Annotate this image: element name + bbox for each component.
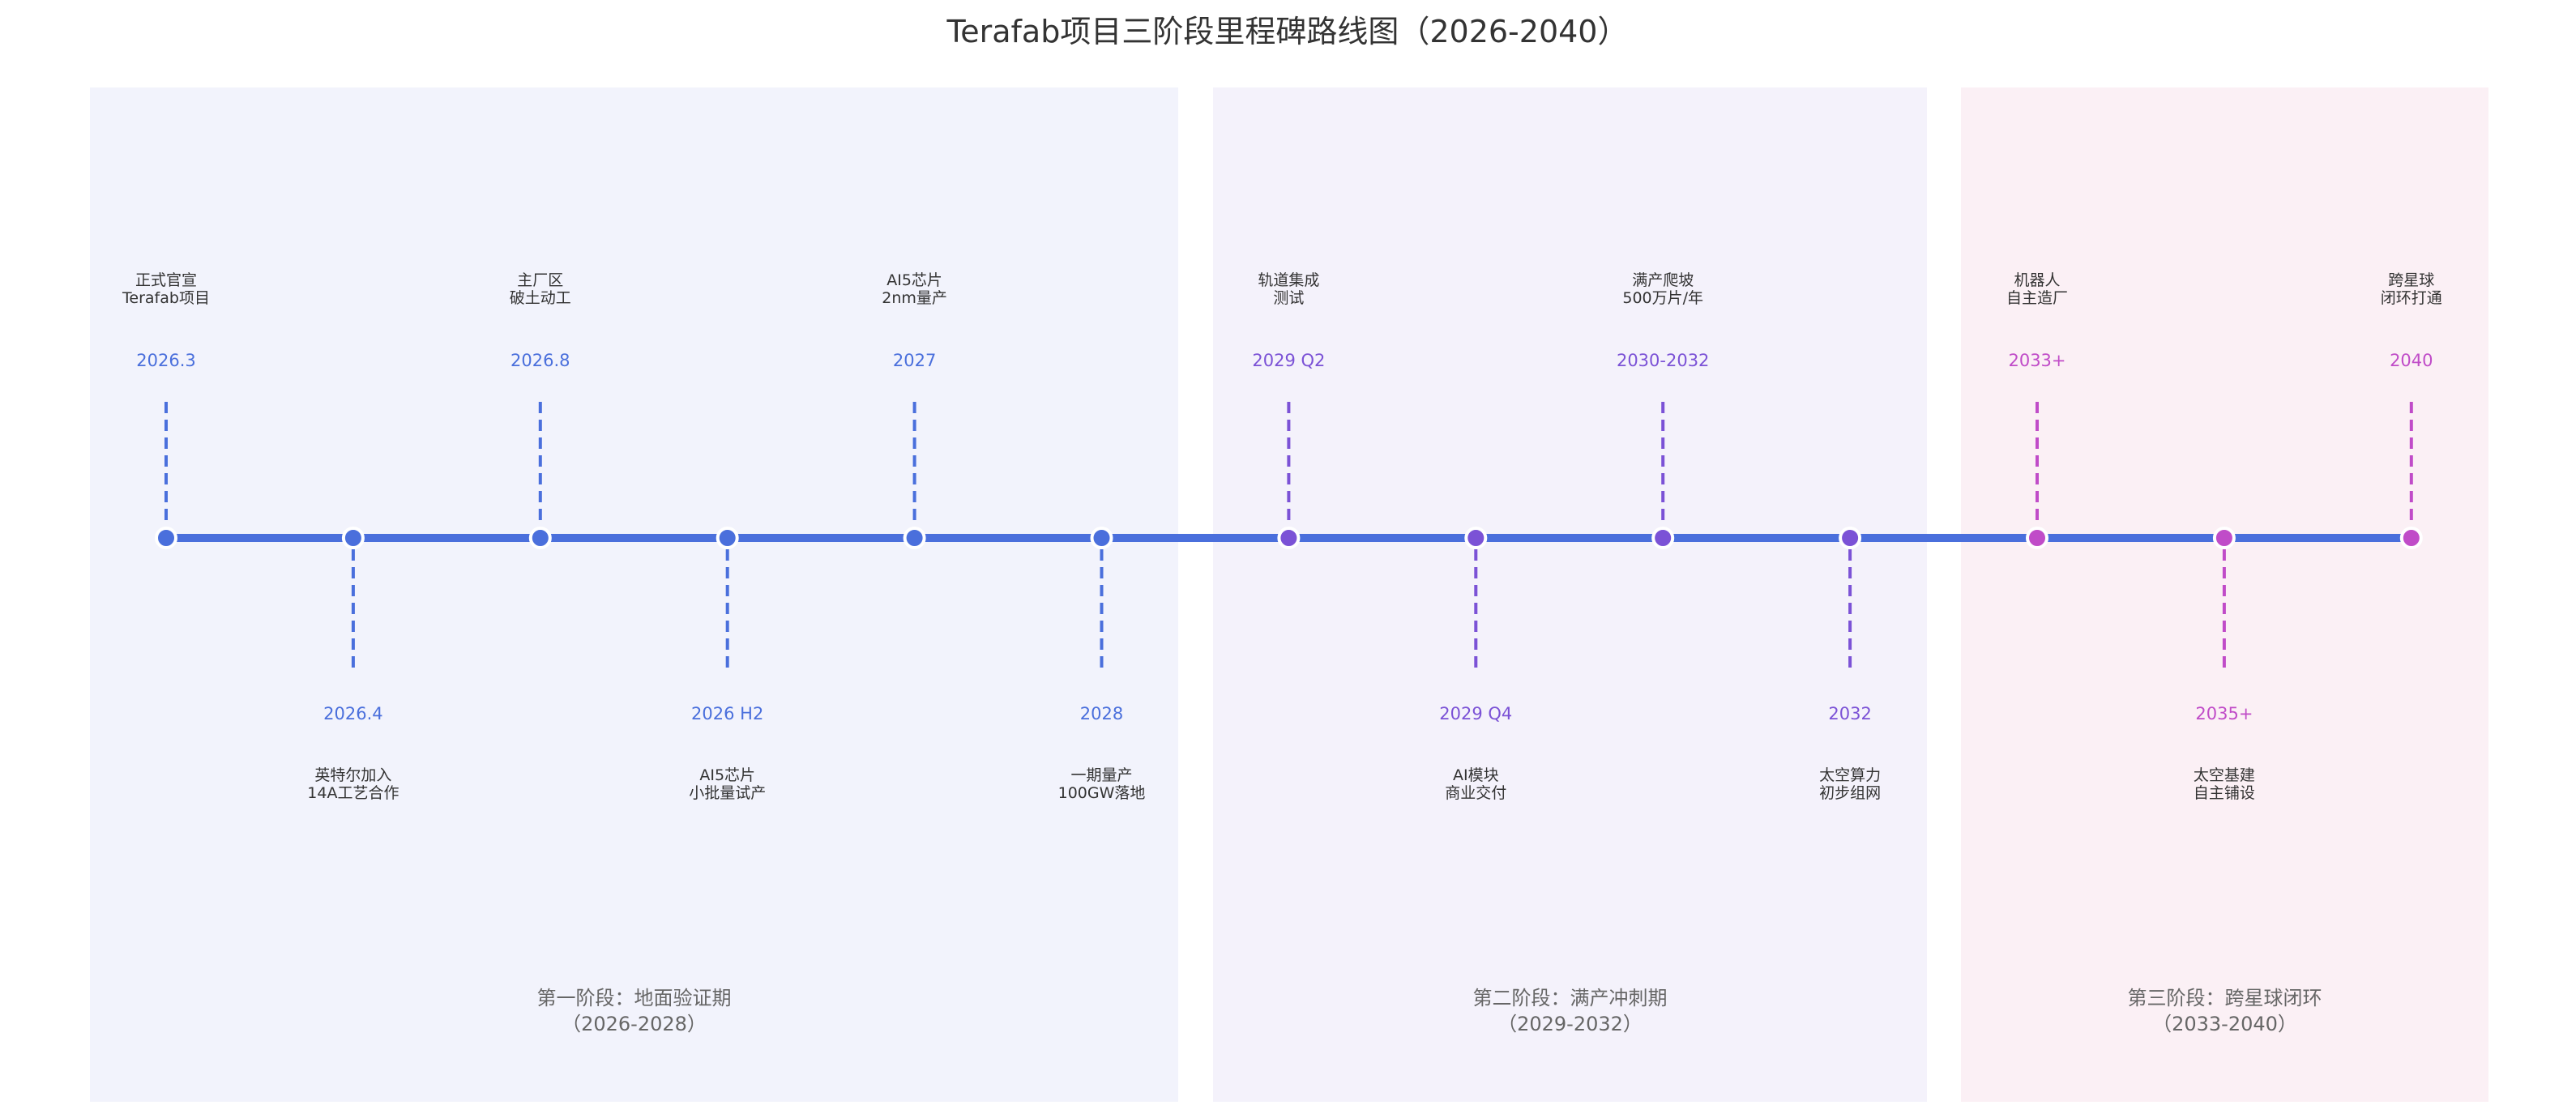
milestone-description: 太空基建 bbox=[2194, 766, 2255, 784]
milestone-description: 测试 bbox=[1273, 289, 1304, 307]
milestone-description: 破土动工 bbox=[510, 289, 571, 307]
milestone-description: 闭环打通 bbox=[2381, 289, 2442, 307]
milestone-date: 2032 bbox=[1828, 704, 1871, 723]
milestone-description: 英特尔加入 bbox=[314, 766, 391, 784]
milestone-date: 2030-2032 bbox=[1617, 351, 1709, 370]
milestone-description: 满产爬坡 bbox=[1632, 271, 1694, 289]
milestone-description: 2nm量产 bbox=[882, 289, 947, 307]
milestone-dot bbox=[716, 527, 739, 549]
phase-1-range: （2026-2028） bbox=[562, 1013, 707, 1035]
milestone-dot bbox=[1090, 527, 1113, 549]
milestone-dot bbox=[341, 527, 365, 549]
milestone-description: 机器人 bbox=[2014, 271, 2060, 289]
milestone-date: 2028 bbox=[1080, 704, 1123, 723]
milestone-description: 100GW落地 bbox=[1058, 784, 1146, 802]
milestone-date: 2040 bbox=[2390, 351, 2433, 370]
phase-2-name: 第二阶段：满产冲刺期 bbox=[1473, 987, 1668, 1009]
milestone-dot bbox=[528, 527, 552, 549]
milestone-dot bbox=[1464, 527, 1488, 549]
milestone-date: 2029 Q4 bbox=[1439, 704, 1512, 723]
milestone-dot bbox=[1839, 527, 1862, 549]
milestone-dot bbox=[155, 527, 177, 549]
milestone-description: 初步组网 bbox=[1819, 784, 1881, 802]
milestone-dot bbox=[2399, 527, 2423, 549]
milestone-description: 正式官宣 bbox=[135, 271, 197, 289]
milestone-description: 商业交付 bbox=[1445, 784, 1506, 802]
phase-1-name: 第一阶段：地面验证期 bbox=[537, 987, 732, 1009]
phase-3-range: （2033-2040） bbox=[2152, 1013, 2297, 1035]
milestone-date: 2026.8 bbox=[511, 351, 570, 370]
milestone-description: 小批量试产 bbox=[689, 784, 766, 802]
milestone-date: 2033+ bbox=[2008, 351, 2065, 370]
milestone-dot bbox=[1277, 527, 1301, 549]
milestone-date: 2027 bbox=[893, 351, 936, 370]
milestone-date: 2026 H2 bbox=[691, 704, 763, 723]
milestone-description: 太空算力 bbox=[1819, 766, 1881, 784]
milestone-dot bbox=[2026, 527, 2048, 549]
milestone-description: 500万片/年 bbox=[1622, 289, 1703, 307]
milestone-description: 主厂区 bbox=[517, 271, 563, 289]
milestone-description: AI5芯片 bbox=[886, 271, 942, 289]
milestone-description: 自主造厂 bbox=[2006, 289, 2068, 307]
milestone-description: 自主铺设 bbox=[2194, 784, 2255, 802]
milestone-date: 2029 Q2 bbox=[1252, 351, 1325, 370]
milestone-date: 2035+ bbox=[2195, 704, 2253, 723]
milestone-description: AI5芯片 bbox=[699, 766, 755, 784]
milestone-date: 2026.3 bbox=[136, 351, 195, 370]
phase-2-background bbox=[1213, 87, 1927, 1102]
chart-title: Terafab项目三阶段里程碑路线图（2026-2040） bbox=[946, 14, 1629, 49]
milestone-date: 2026.4 bbox=[323, 704, 382, 723]
phase-2-range: （2029-2032） bbox=[1497, 1013, 1643, 1035]
phase-3-name: 第三阶段：跨星球闭环 bbox=[2128, 987, 2322, 1009]
phase-1-background bbox=[90, 87, 1178, 1102]
milestone-description: AI模块 bbox=[1453, 766, 1499, 784]
milestone-dot bbox=[1651, 527, 1675, 549]
milestone-description: 一期量产 bbox=[1070, 766, 1132, 784]
milestone-dot bbox=[903, 527, 926, 549]
milestone-description: 14A工艺合作 bbox=[307, 784, 399, 802]
milestone-dot bbox=[2212, 527, 2236, 549]
milestone-description: Terafab项目 bbox=[122, 289, 210, 307]
milestone-description: 跨星球 bbox=[2388, 271, 2434, 289]
milestone-description: 轨道集成 bbox=[1258, 271, 1319, 289]
